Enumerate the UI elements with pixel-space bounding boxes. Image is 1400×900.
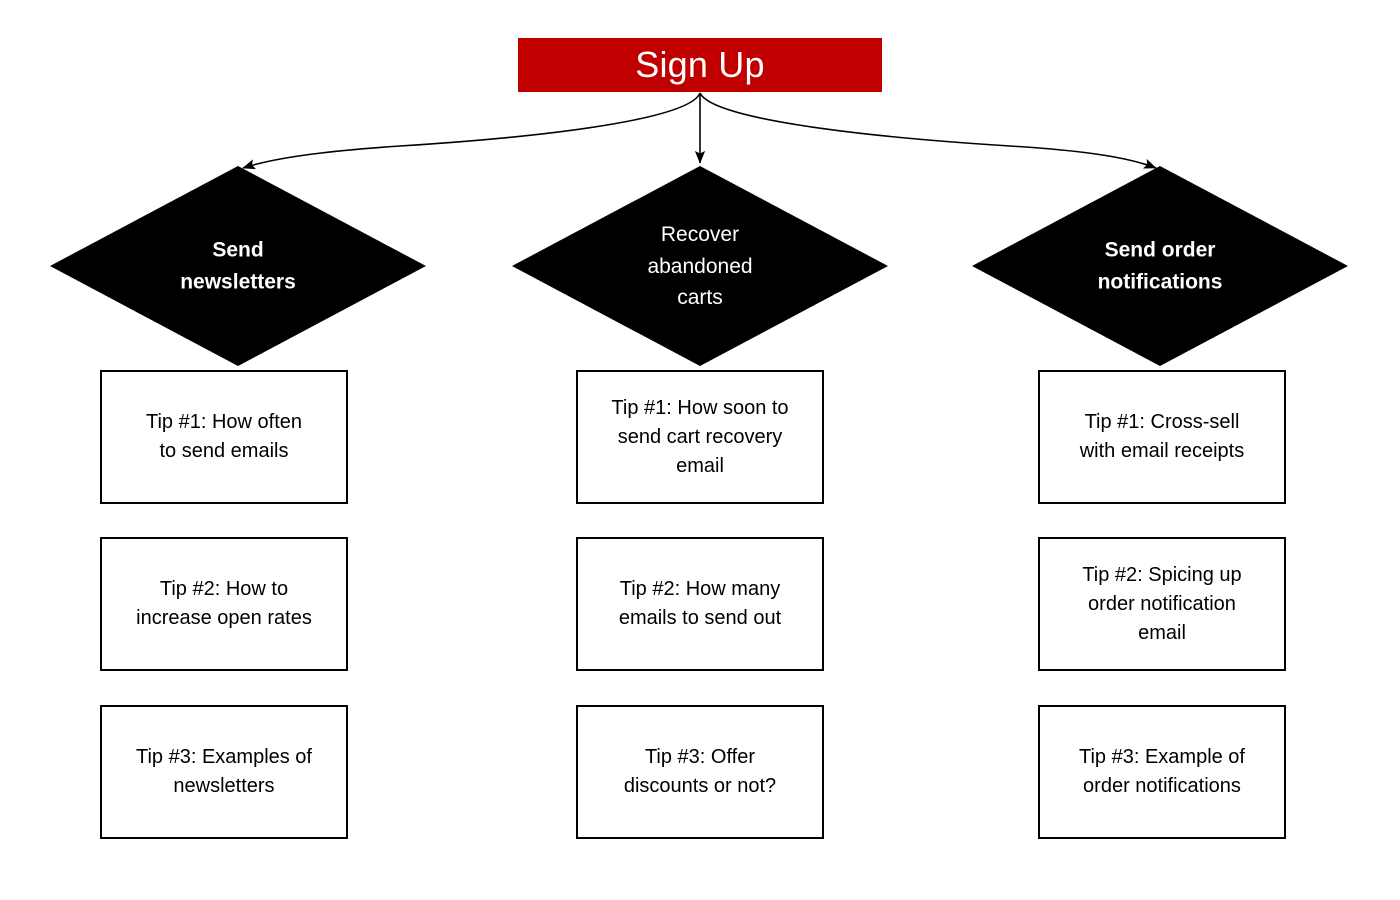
tip-box-label: Tip #1: How soon to send cart recovery e…	[611, 396, 789, 477]
tip-box-label: Tip #1: How often to send emails	[145, 411, 302, 462]
tip-box-label: Tip #2: How many emails to send out	[618, 578, 782, 629]
tip-box[interactable]: Tip #2: How to increase open rates	[100, 537, 348, 671]
tip-box[interactable]: Tip #1: How soon to send cart recovery e…	[576, 370, 824, 504]
branch-node-order-notifications[interactable]: Send order notifications	[972, 166, 1348, 366]
tip-box-label: Tip #2: Spicing up order notification em…	[1082, 563, 1242, 644]
tip-box[interactable]: Tip #1: Cross-sell with email receipts	[1038, 370, 1286, 504]
tip-box-label: Tip #1: Cross-sell with email receipts	[1079, 411, 1245, 462]
connector-root-to-order-notifications	[699, 92, 1157, 169]
root-node-sign-up[interactable]: Sign Up	[518, 38, 882, 92]
root-node-label: Sign Up	[635, 44, 765, 85]
connector-root-to-newsletters	[242, 92, 701, 170]
tip-box[interactable]: Tip #2: Spicing up order notification em…	[1038, 537, 1286, 671]
tip-box[interactable]: Tip #3: Offer discounts or not?	[576, 705, 824, 839]
branch-node-label: Send order notifications	[1097, 238, 1223, 294]
branch-node-label: Recover abandoned carts	[647, 222, 753, 309]
tip-box[interactable]: Tip #3: Example of order notifications	[1038, 705, 1286, 839]
branch-node-abandoned-carts[interactable]: Recover abandoned carts	[512, 166, 888, 366]
tip-box-label: Tip #2: How to increase open rates	[136, 578, 312, 629]
tip-box[interactable]: Tip #2: How many emails to send out	[576, 537, 824, 671]
tip-box[interactable]: Tip #1: How often to send emails	[100, 370, 348, 504]
tip-box[interactable]: Tip #3: Examples of newsletters	[100, 705, 348, 839]
tip-box-label: Tip #3: Examples of newsletters	[135, 746, 312, 797]
branch-node-newsletters[interactable]: Send newsletters	[50, 166, 426, 366]
tip-box-label: Tip #3: Example of order notifications	[1078, 746, 1245, 797]
branch-node-label: Send newsletters	[180, 238, 296, 294]
tip-box-label: Tip #3: Offer discounts or not?	[623, 746, 777, 797]
